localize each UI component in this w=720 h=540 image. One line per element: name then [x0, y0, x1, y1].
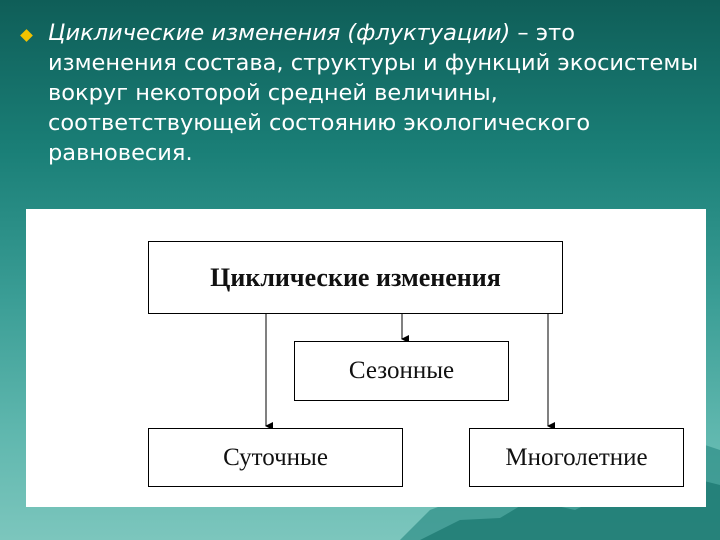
- root-box: Циклические изменения: [148, 241, 563, 314]
- bullet-diamond-icon: [20, 29, 33, 42]
- diagram-connectors: [265, 314, 555, 430]
- definition: – это изменения состава, структуры и фун…: [48, 20, 699, 166]
- definition-text: Циклические изменения (флуктуации) – это…: [48, 18, 702, 168]
- bullet-paragraph: Циклические изменения (флуктуации) – это…: [20, 18, 702, 168]
- diagram-panel: Циклические изменения Сезонные Суточные …: [26, 209, 706, 507]
- daily-box: Суточные: [148, 428, 403, 487]
- multi-year-box: Многолетние: [469, 428, 684, 487]
- term: Циклические изменения (флуктуации): [48, 20, 511, 46]
- seasonal-box: Сезонные: [294, 341, 509, 401]
